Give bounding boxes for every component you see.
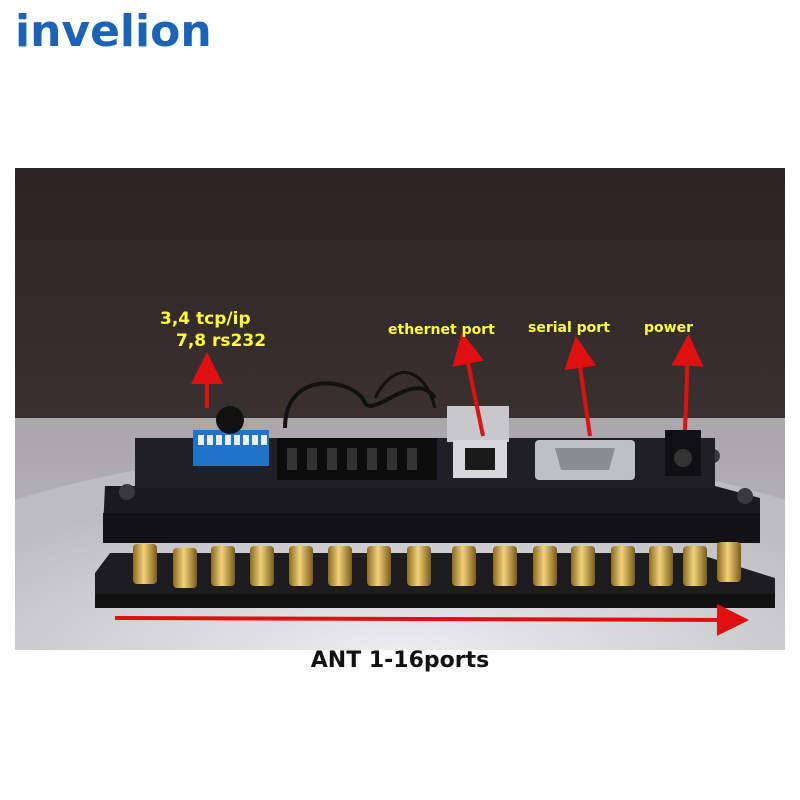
- product-photo: [15, 168, 785, 650]
- ethernet-port-label: ethernet port: [388, 322, 495, 338]
- antenna-ports-caption: ANT 1-16ports: [310, 648, 490, 673]
- power-label: power: [644, 320, 693, 336]
- serial-port-label: serial port: [528, 320, 610, 336]
- brand-logo: invelion: [15, 6, 212, 57]
- rfid-reader-board-illustration: [15, 168, 785, 650]
- dip-switch-label-line1: 3,4 tcp/ip: [160, 309, 251, 329]
- dip-switch-label-line2: 7,8 rs232: [176, 331, 267, 351]
